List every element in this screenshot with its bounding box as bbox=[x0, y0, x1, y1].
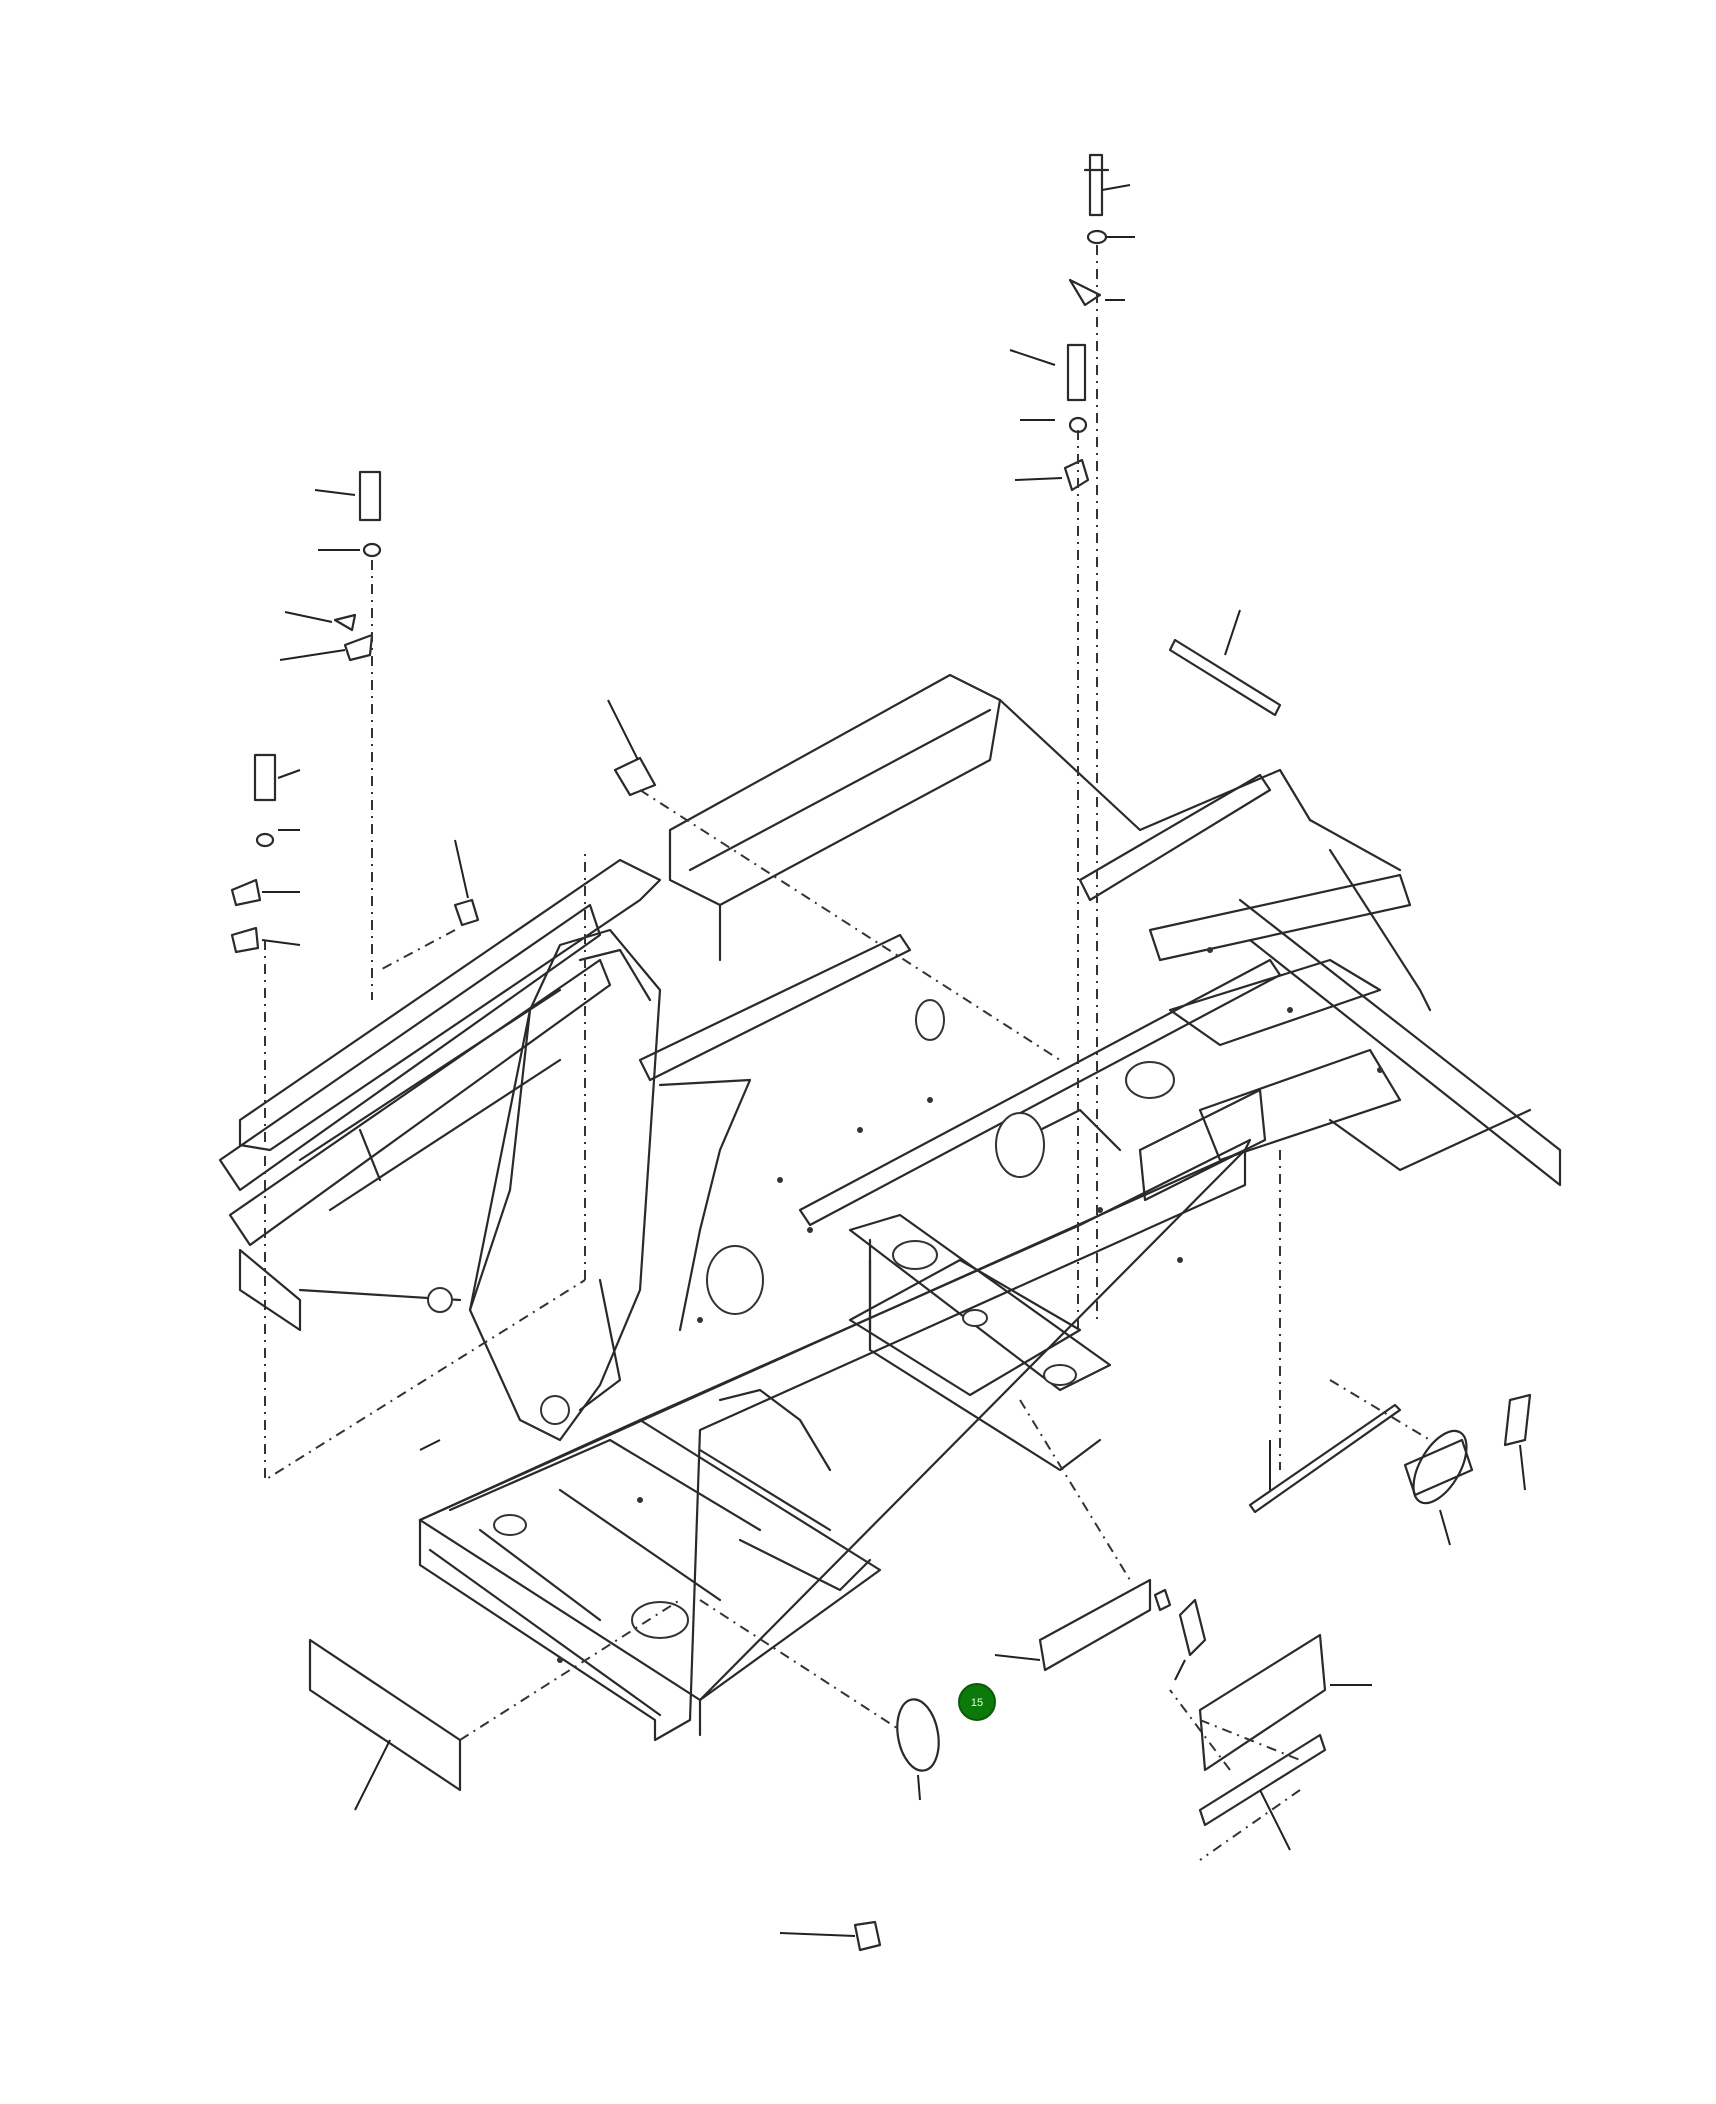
exploded-parts bbox=[230, 153, 1532, 1952]
callout-15-label: 15 bbox=[971, 1697, 983, 1709]
main-frame bbox=[218, 673, 1562, 1742]
reference-lines bbox=[264, 245, 1431, 1861]
leader-lines bbox=[261, 184, 1526, 1937]
callout-15[interactable]: 15 bbox=[958, 1683, 996, 1721]
